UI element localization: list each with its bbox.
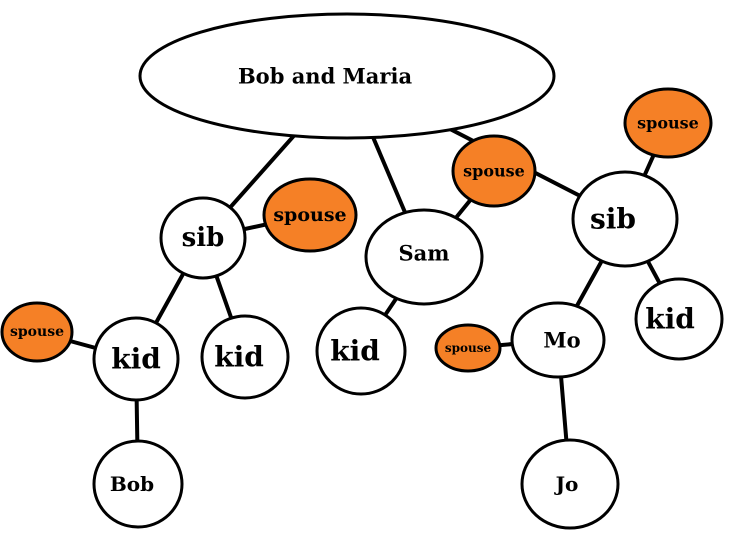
node-mo-shape	[510, 301, 606, 379]
node-jo-label: Jo	[554, 472, 579, 496]
node-sib2-shape	[571, 170, 679, 268]
node-sam-label: Sam	[399, 241, 450, 266]
node-kid1-shape	[92, 316, 180, 402]
node-kid2: kid	[200, 314, 290, 400]
node-spouse1: spouse	[262, 177, 358, 253]
node-bob-shape	[92, 439, 184, 529]
node-bob: Bob	[92, 439, 184, 529]
node-sib1: sib	[159, 196, 247, 280]
node-spouse3-label: spouse	[637, 114, 699, 133]
node-spouse2-shape	[451, 134, 537, 208]
node-kid1: kid	[92, 316, 180, 402]
node-mo-label: Mo	[543, 328, 580, 353]
node-kid4-shape	[634, 277, 724, 361]
node-spouse2-label: spouse	[463, 162, 525, 181]
node-spouse1-shape	[262, 177, 358, 253]
node-kid3-shape	[315, 306, 407, 396]
node-spouse1-label: spouse	[273, 204, 346, 226]
node-spouse4-shape	[0, 301, 74, 363]
node-spouse5-label: spouse	[445, 341, 492, 355]
tree-nodes: Bob and MariasibspouseSamspousesibspouse…	[0, 12, 724, 530]
node-spouse4: spouse	[0, 301, 74, 363]
node-kid3: kid	[315, 306, 407, 396]
node-sib2-label: sib	[590, 203, 636, 236]
node-spouse3-shape	[623, 87, 713, 159]
node-root-label: Bob and Maria	[238, 64, 413, 89]
node-kid2-shape	[200, 314, 290, 400]
node-mo: Mo	[510, 301, 606, 379]
node-root-shape	[138, 12, 556, 140]
node-kid2-label: kid	[214, 341, 264, 374]
node-sib1-shape	[159, 196, 247, 280]
node-kid4-label: kid	[645, 303, 695, 336]
node-jo-shape	[520, 438, 620, 530]
node-bob-label: Bob	[110, 472, 154, 496]
node-sam-shape	[364, 208, 484, 306]
node-spouse5-shape	[434, 323, 502, 373]
node-sib2: sib	[571, 170, 679, 268]
node-kid1-label: kid	[111, 343, 161, 376]
node-spouse3: spouse	[623, 87, 713, 159]
node-sam: Sam	[364, 208, 484, 306]
node-jo: Jo	[520, 438, 620, 530]
node-root: Bob and Maria	[138, 12, 556, 140]
node-spouse5: spouse	[434, 323, 502, 373]
node-kid3-label: kid	[330, 335, 380, 368]
node-spouse4-label: spouse	[10, 324, 64, 340]
node-kid4: kid	[634, 277, 724, 361]
node-spouse2: spouse	[451, 134, 537, 208]
node-sib1-label: sib	[182, 223, 225, 253]
